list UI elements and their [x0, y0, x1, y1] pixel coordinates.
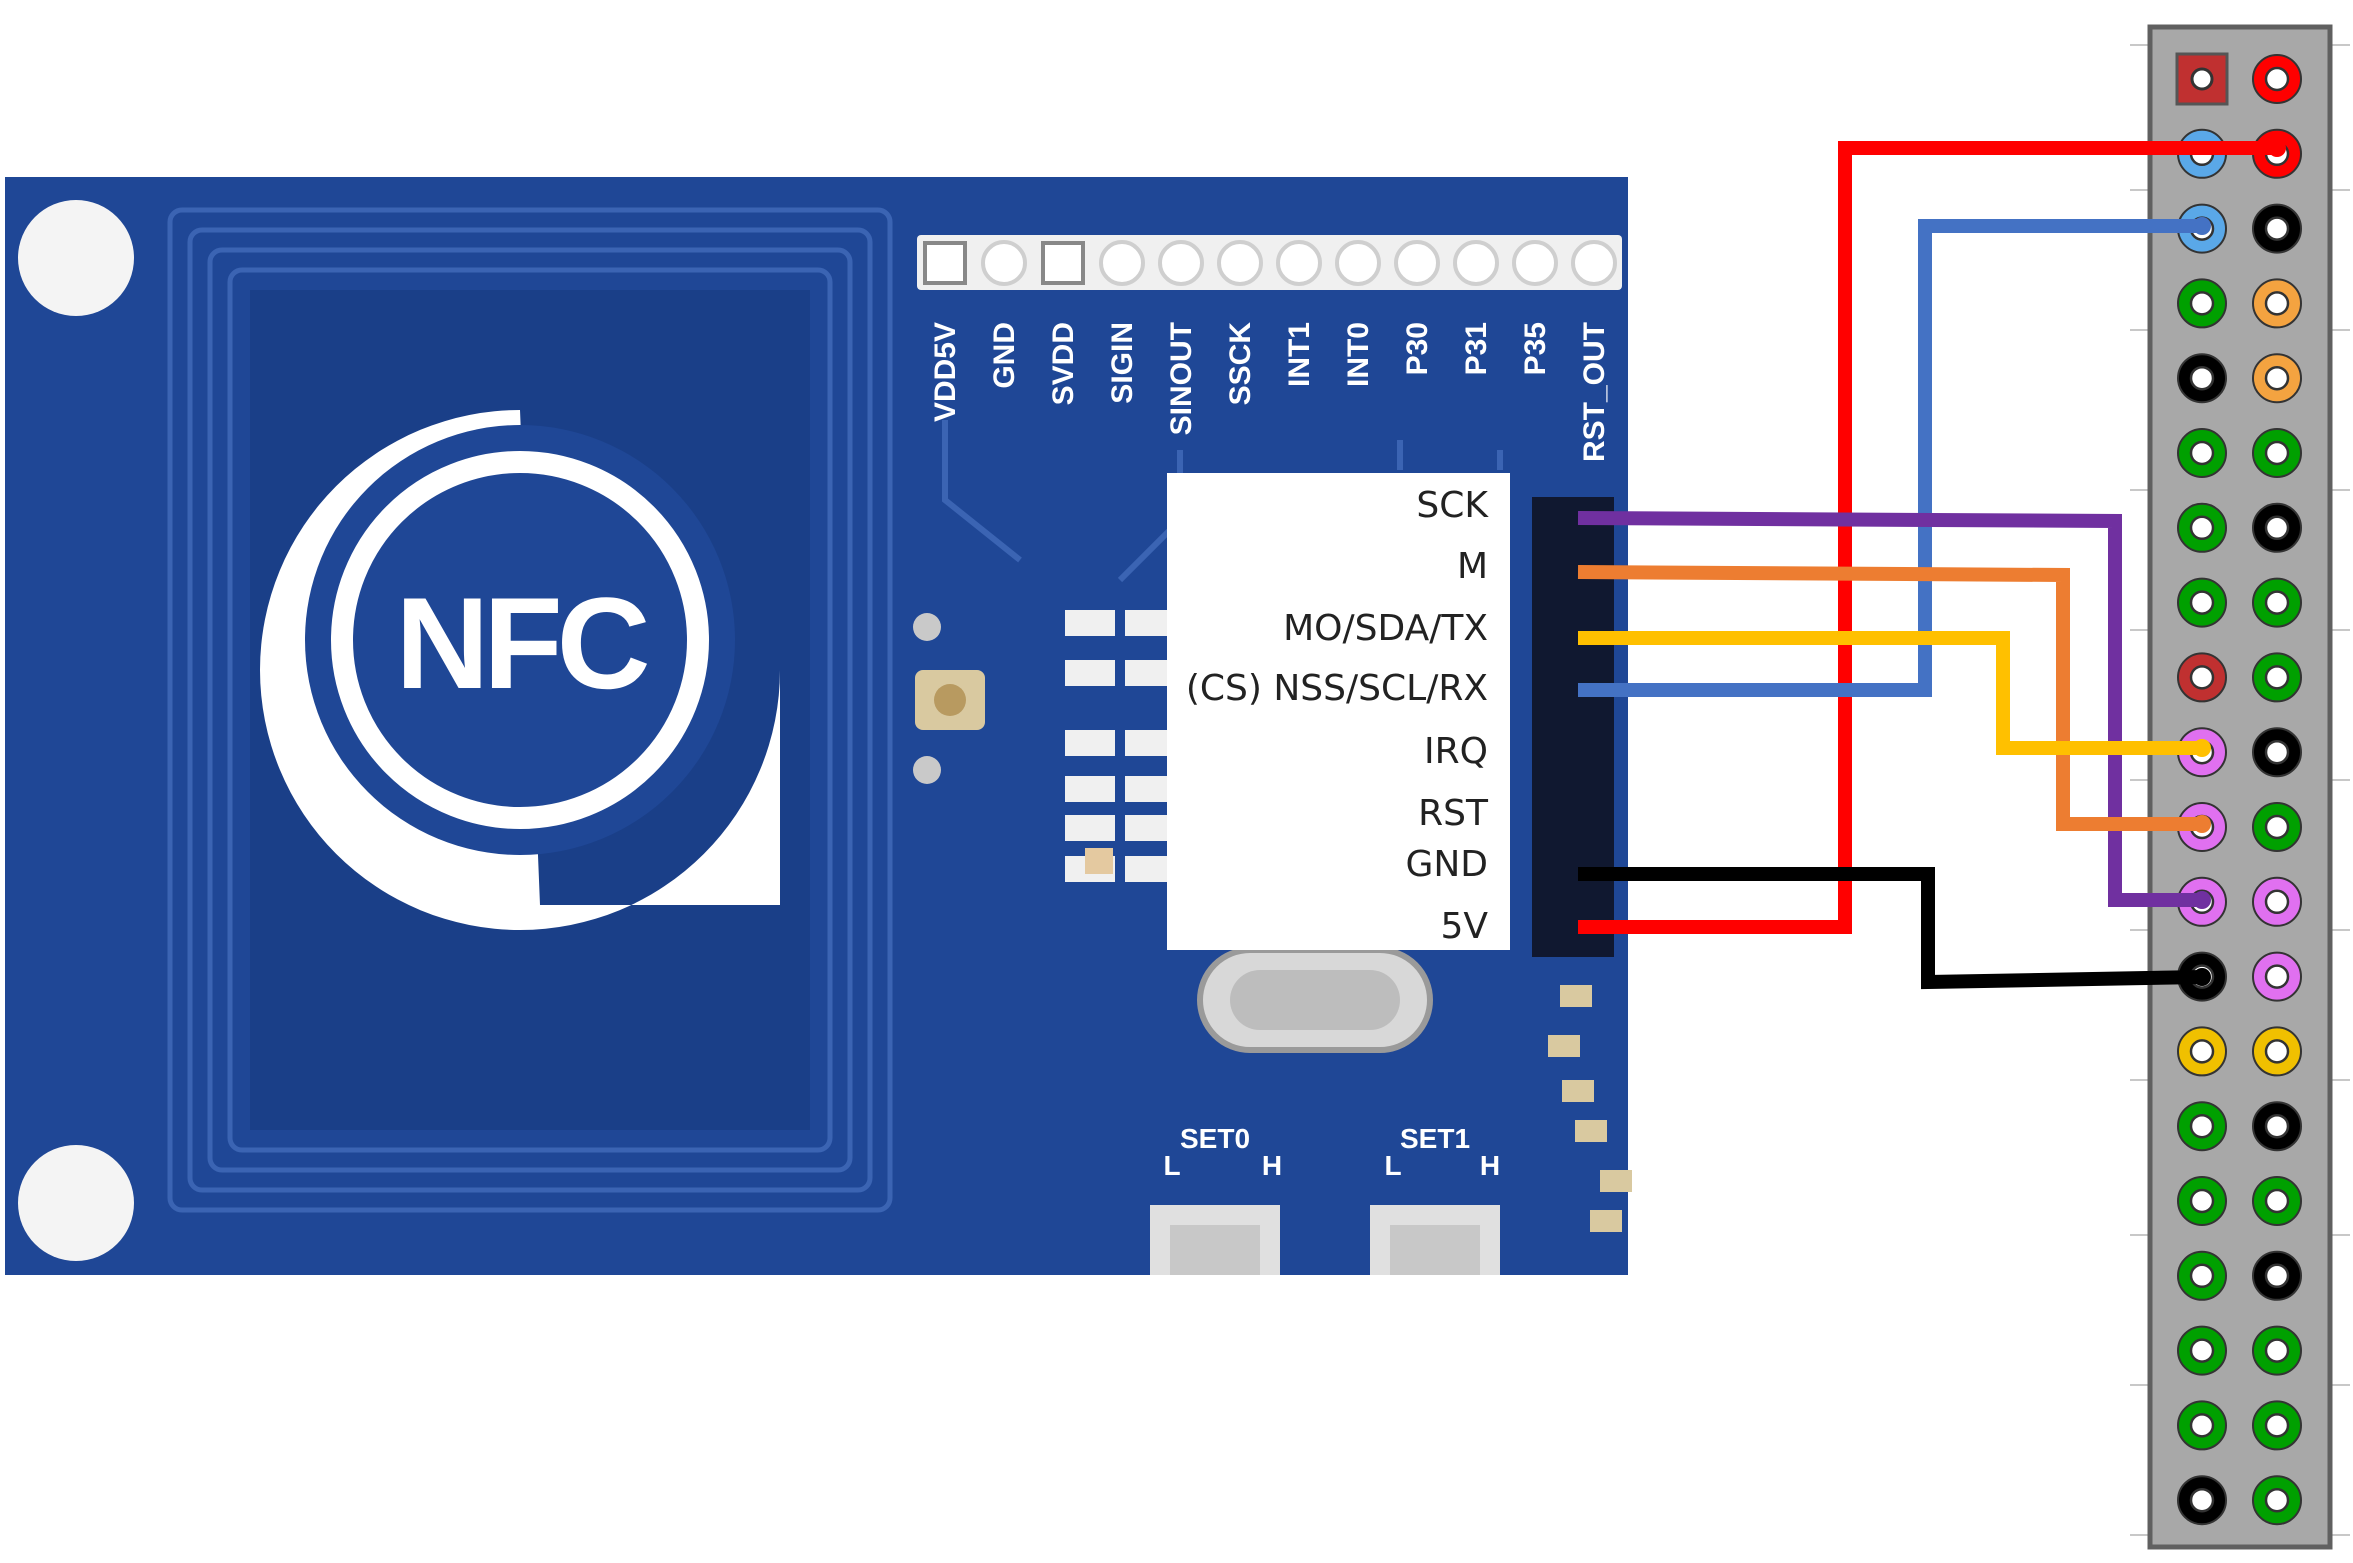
header-silkscreen-labels: VDD5V GND SVDD SIGIN SINOUT SSCK INT1 INT0 P30 P3…	[929, 322, 1611, 462]
crystal-oscillator	[1197, 947, 1433, 1053]
header-pin	[981, 240, 1027, 286]
mounting-hole	[18, 1145, 134, 1261]
switch-label-set1: SET1	[1400, 1123, 1470, 1154]
mounting-hole	[18, 200, 134, 316]
switch-pos-label: H	[1480, 1150, 1500, 1181]
smd-resistor	[1065, 730, 1115, 756]
header-pin	[1158, 240, 1204, 286]
smd-resistor	[1125, 610, 1175, 636]
smd-capacitor	[1085, 848, 1113, 874]
ruler-ticks	[2130, 44, 2350, 1536]
smd-resistor	[1125, 660, 1175, 686]
smd-resistor	[1125, 730, 1175, 756]
smd-part	[1575, 1120, 1607, 1142]
header-pin	[1041, 241, 1085, 285]
smd-part	[1560, 985, 1592, 1007]
smd-resistor	[1065, 815, 1115, 841]
smd-resistor	[1125, 815, 1175, 841]
nfc-logo-text: NFC	[395, 570, 647, 716]
smd-components	[1065, 610, 1175, 882]
wire-nss	[1578, 219, 2202, 697]
header-pin-label: RST_OUT	[1578, 322, 1611, 462]
header-pin	[1453, 240, 1499, 286]
antenna-connector	[913, 613, 985, 784]
gpio-header-body	[2147, 24, 2333, 1550]
set-switches: SET0 SET1 L H L H	[1150, 1123, 1500, 1275]
smd-resistor	[1065, 610, 1115, 636]
header-pin-label: INT1	[1283, 322, 1316, 387]
wire-5v	[1578, 141, 2277, 934]
header-pin-label: VDD5V	[929, 322, 962, 422]
header-pin-label: P31	[1460, 322, 1493, 375]
right-smd-components	[1548, 985, 1632, 1232]
header-pin	[923, 241, 967, 285]
interface-pin-label: IRQ	[1424, 731, 1488, 772]
interface-pin-label: GND	[1405, 844, 1488, 885]
smd-resistor	[1065, 660, 1115, 686]
pin-label-panel: SCK M MO/SDA/TX (CS) NSS/SCL/RX IRQ RST GND 5V	[1167, 473, 1510, 950]
header-pin-label: P35	[1519, 322, 1552, 375]
interface-pin-label: M	[1457, 546, 1488, 587]
switch-label-set0: SET0	[1180, 1123, 1250, 1154]
interface-pin-label: MO/SDA/TX	[1283, 608, 1488, 649]
header-pin	[1571, 240, 1617, 286]
top-pin-header	[917, 235, 1622, 290]
smd-part	[1590, 1210, 1622, 1232]
wire-sck	[1577, 511, 2202, 907]
wire-end	[2193, 968, 2211, 986]
smd-part	[1548, 1035, 1580, 1057]
header-pin	[1276, 240, 1322, 286]
header-pin	[1217, 240, 1263, 286]
header-pin-label: SINOUT	[1165, 322, 1198, 435]
wire-end	[2193, 891, 2211, 909]
header-pin-label: SVDD	[1047, 322, 1080, 405]
smd-part	[1600, 1170, 1632, 1192]
wire-mosi	[1578, 631, 2202, 755]
wire-gnd	[1578, 867, 2203, 990]
jumper-wires	[1577, 141, 2277, 990]
switch-pos-label: L	[1384, 1150, 1401, 1181]
wire-end	[2193, 739, 2211, 757]
raspberry-pi-gpio-header	[2130, 24, 2350, 1550]
interface-pin-label: RST	[1418, 793, 1489, 834]
interface-pin-label: SCK	[1416, 485, 1489, 526]
wire-end	[2193, 217, 2211, 235]
wire-end	[2268, 139, 2286, 157]
smd-resistor	[1125, 856, 1175, 882]
header-pin	[1394, 240, 1440, 286]
wire-miso	[1577, 565, 2202, 831]
smd-resistor	[1125, 776, 1175, 802]
header-pin	[1335, 240, 1381, 286]
antenna-coil	[167, 207, 893, 1213]
smd-part	[1562, 1080, 1594, 1102]
smd-resistor	[1065, 776, 1115, 802]
interface-pin-label: (CS) NSS/SCL/RX	[1186, 668, 1488, 709]
nfc-module-board: NFC VDD5V GND SVDD SIGIN SINOUT SSCK INT1 INT0 P…	[5, 177, 1632, 1275]
switch-pos-label: H	[1262, 1150, 1282, 1181]
nfc-logo: NFC	[260, 410, 780, 930]
header-pin-label: SIGIN	[1106, 322, 1139, 404]
header-pin-label: SSCK	[1224, 322, 1257, 406]
header-pin-label: P30	[1401, 322, 1434, 375]
wire-end	[2193, 815, 2211, 833]
interface-pin-label: 5V	[1440, 906, 1488, 947]
switch-pos-label: L	[1163, 1150, 1180, 1181]
header-pin-label: INT0	[1342, 322, 1375, 387]
header-pin	[1099, 240, 1145, 286]
header-pin	[1512, 240, 1558, 286]
header-pin-label: GND	[988, 322, 1021, 389]
